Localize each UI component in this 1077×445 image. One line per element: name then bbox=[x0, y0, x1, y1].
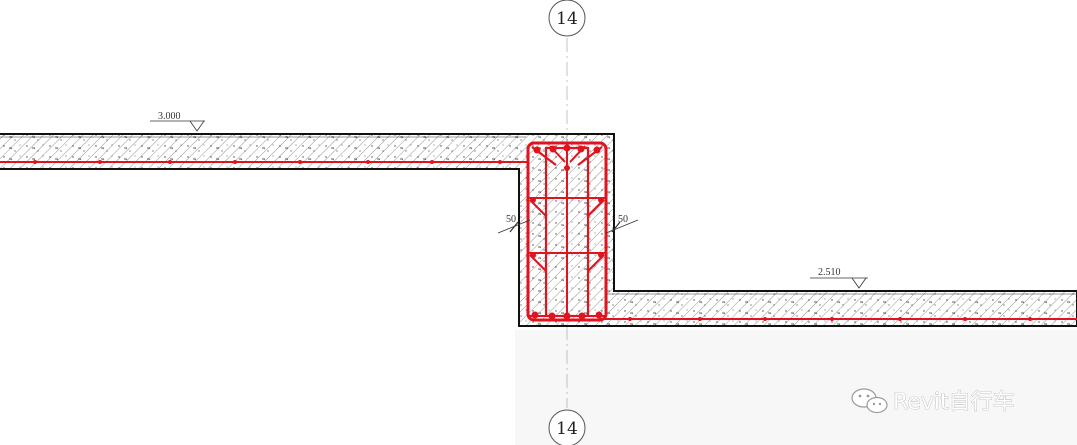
grid-bubble-top: 14 bbox=[548, 0, 586, 37]
wechat-icon bbox=[851, 388, 888, 414]
watermark-text: Revit自行车 bbox=[893, 390, 1015, 415]
dimension-right: 50 bbox=[605, 214, 639, 234]
watermark: Revit自行车 bbox=[851, 388, 1015, 415]
elevation-mark-lower: 2.510 bbox=[810, 267, 868, 289]
grid-bubble-bottom: 14 bbox=[548, 409, 586, 445]
dimension-left: 50 bbox=[497, 214, 531, 234]
elevation-mark-upper: 3.000 bbox=[150, 111, 205, 132]
background-shade bbox=[515, 330, 1077, 445]
elevation-label-lower: 2.510 bbox=[818, 267, 841, 278]
dimension-right-label: 50 bbox=[618, 214, 628, 225]
dimension-left-label: 50 bbox=[506, 214, 516, 225]
grid-label-bottom: 14 bbox=[556, 419, 578, 439]
concrete-section-outline bbox=[0, 133, 1077, 327]
elevation-label-upper: 3.000 bbox=[158, 111, 181, 122]
beam-rebar-dots bbox=[530, 144, 604, 320]
grid-label-top: 14 bbox=[556, 9, 578, 29]
concrete-section-speckle bbox=[0, 134, 1077, 326]
slab-rebar-right bbox=[600, 317, 1077, 321]
slab-rebar-left bbox=[0, 160, 528, 164]
